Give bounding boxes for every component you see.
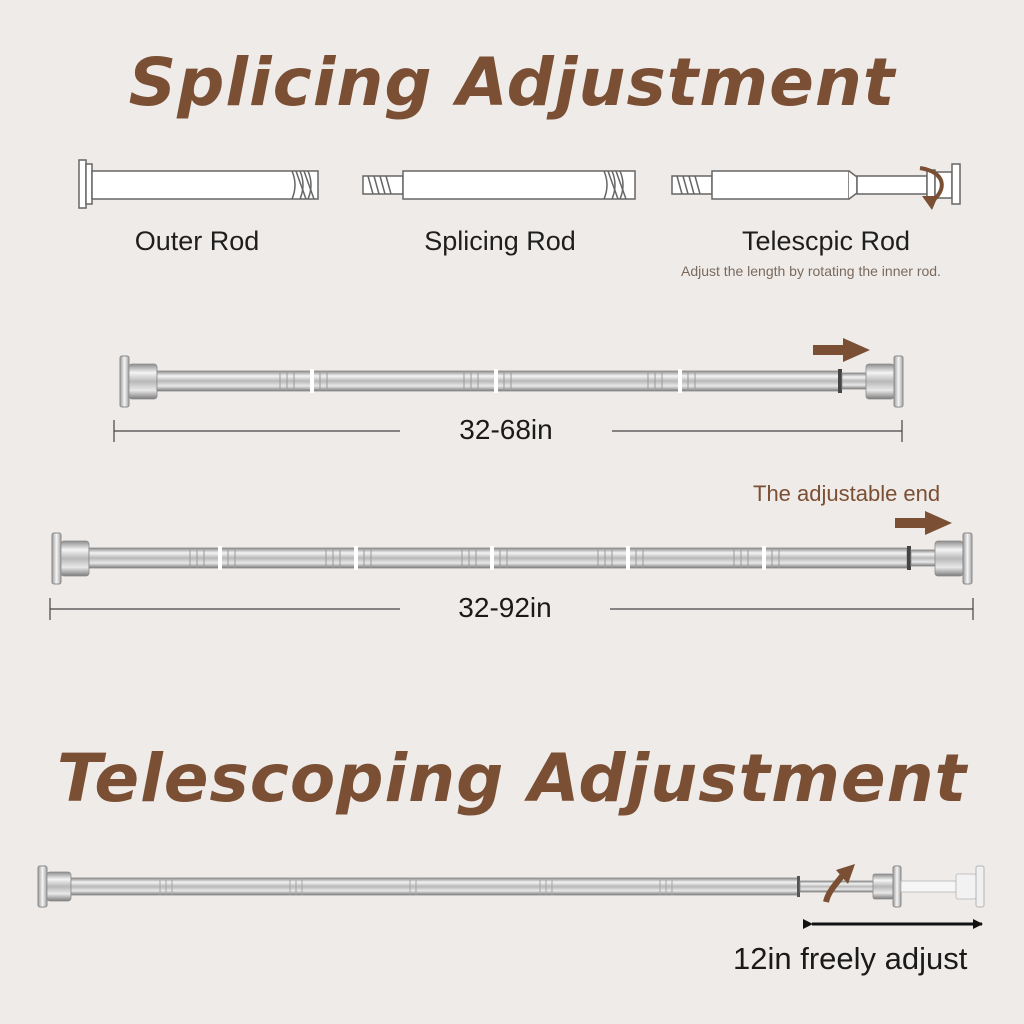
rotation-note: Adjust the length by rotating the inner … [681,263,941,279]
dimension-line-32-92 [49,598,974,620]
rod-32-92-image [51,532,973,585]
range-32-68-label: 32-68in [459,414,553,445]
outer-rod-label: Outer Rod [134,226,260,256]
splicing-rod-label: Splicing Rod [424,226,576,256]
telescopic-rod-label: Telescpic Rod [741,226,911,256]
outer-rod-icon [78,159,319,209]
twist-arrow-icon [823,874,845,903]
dimension-line-32-68 [113,420,903,442]
telescoping-title: Telescoping Adjustment [56,740,968,817]
rod-32-68-image [119,355,904,408]
twist-arrowhead-icon [836,864,855,884]
telescopic-rod-icon [671,163,961,205]
telescoping-rod-image [37,865,985,908]
range-32-92-label: 32-92in [458,592,552,623]
splicing-rod-icon [362,170,636,200]
adjustable-end-label: The adjustable end [753,481,941,506]
rotate-arrowhead-icon [922,196,938,210]
free-adjust-label: 12in freely adjust [733,941,968,976]
extend-arrow-icon [813,338,870,362]
splicing-title: Splicing Adjustment [128,44,896,121]
adjustable-end-arrow-icon [895,511,952,535]
